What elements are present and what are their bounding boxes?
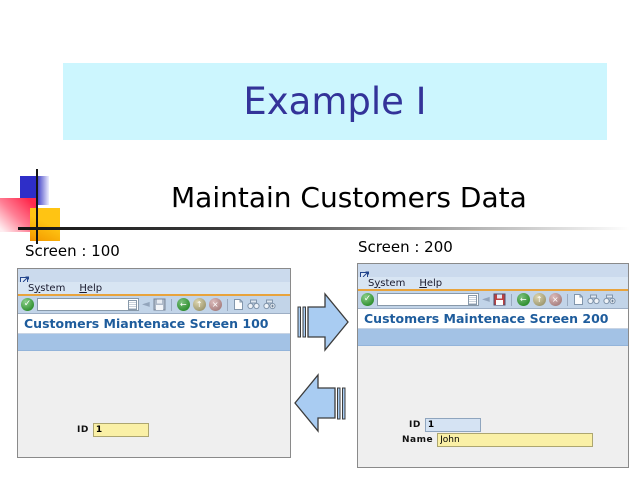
toolbar: ✓ ◄ ← ↑ × (18, 296, 290, 314)
back-circle-icon[interactable]: ← (516, 293, 530, 306)
find-icon[interactable] (247, 299, 260, 310)
arrow-left-icon (294, 373, 346, 433)
decor-yellow-square (30, 208, 60, 241)
titlebar (358, 264, 628, 280)
subtitle: Maintain Customers Data (171, 181, 527, 214)
arrow-right-icon (297, 292, 349, 352)
toolbar-separator (226, 298, 228, 311)
screen-body: ID (18, 351, 290, 457)
menu-item-help[interactable]: Help (79, 282, 103, 294)
back-triangle-icon[interactable]: ◄ (482, 293, 490, 305)
command-history-icon[interactable] (468, 295, 477, 305)
menubar: System Help (358, 277, 628, 291)
header-band (18, 334, 290, 351)
find-next-icon[interactable] (263, 299, 276, 310)
screen-body: ID Name (358, 346, 628, 467)
menubar: System Help (18, 282, 290, 296)
enter-check-icon[interactable]: ✓ (21, 298, 34, 311)
id-input[interactable] (92, 423, 149, 437)
command-field[interactable] (377, 293, 479, 306)
title-banner: Example I (63, 63, 607, 140)
toolbar: ✓ ◄ ← ↑ × (358, 291, 628, 309)
id-label: ID (77, 425, 89, 435)
exit-circle-icon[interactable]: ↑ (532, 293, 546, 306)
id-field-row: ID (409, 418, 481, 432)
toolbar-separator (566, 293, 568, 306)
save-floppy-icon[interactable] (153, 298, 166, 311)
menu-item-system[interactable]: System (28, 282, 66, 294)
cancel-circle-icon[interactable]: × (548, 293, 562, 306)
id-label: ID (409, 420, 421, 430)
menu-item-help[interactable]: Help (419, 277, 443, 289)
back-circle-icon[interactable]: ← (176, 298, 190, 311)
command-history-icon[interactable] (128, 300, 137, 310)
new-page-icon[interactable] (573, 293, 584, 306)
save-floppy-icon[interactable] (493, 293, 506, 306)
command-field[interactable] (37, 298, 139, 311)
back-triangle-icon[interactable]: ◄ (142, 298, 150, 310)
toolbar-separator (170, 298, 172, 311)
decor-vertical-line (36, 169, 38, 244)
toolbar-separator (510, 293, 512, 306)
find-next-icon[interactable] (603, 294, 616, 305)
screen-100-caption: Screen : 100 (25, 242, 120, 260)
divider-line (18, 227, 630, 230)
menu-item-system[interactable]: System (368, 277, 406, 289)
name-field-row: Name (402, 433, 594, 447)
name-input[interactable] (437, 433, 594, 447)
id-field-row: ID (77, 423, 149, 437)
page-title: Example I (243, 80, 427, 123)
enter-check-icon[interactable]: ✓ (361, 293, 374, 306)
header-band (358, 329, 628, 346)
new-page-icon[interactable] (233, 298, 244, 311)
find-icon[interactable] (587, 294, 600, 305)
exit-window-icon[interactable] (20, 275, 31, 285)
id-input[interactable] (424, 418, 481, 432)
screen-title: Customers Miantenace Screen 100 (18, 314, 290, 334)
sap-window-200: System Help ✓ ◄ ← ↑ × (357, 263, 629, 468)
cancel-circle-icon[interactable]: × (208, 298, 222, 311)
screen-title: Customers Maintenace Screen 200 (358, 309, 628, 329)
titlebar (18, 269, 290, 285)
screen-200-caption: Screen : 200 (358, 238, 453, 256)
exit-circle-icon[interactable]: ↑ (192, 298, 206, 311)
name-label: Name (402, 435, 434, 445)
sap-window-100: System Help ✓ ◄ ← ↑ × (17, 268, 291, 458)
